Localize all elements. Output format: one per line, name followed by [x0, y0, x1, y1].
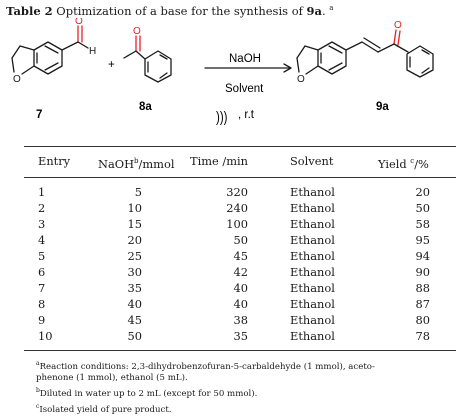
cell-yield: 94 — [415, 249, 431, 263]
footnote-c: cIsolated yield of pure product. — [36, 402, 172, 415]
cell-yield: 90 — [415, 265, 431, 279]
table-row: 1 5 320 Ethanol 20 — [0, 185, 457, 199]
reactant-8a-structure — [123, 35, 172, 83]
table-top-rule — [24, 146, 456, 147]
cell-solvent: Ethanol — [290, 297, 335, 311]
cell-entry: 8 — [38, 297, 46, 311]
cell-entry: 3 — [38, 217, 46, 231]
ultrasound-symbol: ))) — [216, 109, 227, 126]
cell-time: 50 — [233, 233, 249, 247]
cell-solvent: Ethanol — [290, 201, 335, 215]
table-row: 2 10 240 Ethanol 50 — [0, 201, 457, 215]
product-9a-label: 9a — [376, 101, 389, 113]
caption-text: Optimization of a base for the synthesis… — [52, 4, 307, 18]
reaction-conditions: , r.t — [238, 109, 255, 121]
caption-compound: 9a — [306, 4, 322, 18]
cell-naoh: 45 — [127, 313, 143, 327]
cell-naoh: 25 — [127, 249, 143, 263]
table-row: 3 15 100 Ethanol 58 — [0, 217, 457, 231]
table-footnotes: aReaction conditions: 2,3-dihydrobenzofu… — [36, 358, 375, 416]
cell-time: 100 — [226, 217, 248, 231]
caption-footmark: a — [329, 4, 334, 13]
reactant-7-ring-oxygen: O — [13, 74, 21, 85]
cell-yield: 88 — [415, 281, 431, 295]
cell-entry: 2 — [38, 201, 46, 215]
cell-yield: 50 — [415, 201, 431, 215]
cell-solvent: Ethanol — [290, 313, 335, 327]
table-row: 6 30 42 Ethanol 90 — [0, 265, 457, 279]
footnote-a: aReaction conditions: 2,3-dihydrobenzofu… — [36, 360, 375, 372]
cell-naoh: 35 — [127, 281, 143, 295]
cell-solvent: Ethanol — [290, 185, 335, 199]
table-label: Table 2 — [6, 4, 53, 18]
cell-solvent: Ethanol — [290, 249, 335, 263]
cell-entry: 4 — [38, 233, 46, 247]
cell-yield: 20 — [415, 185, 431, 199]
reactant-7-structure — [11, 25, 89, 75]
cell-entry: 10 — [38, 329, 53, 343]
header-entry: Entry — [38, 154, 71, 168]
table-header-rule — [24, 177, 456, 178]
cell-naoh: 15 — [127, 217, 143, 231]
table-row: 4 20 50 Ethanol 95 — [0, 233, 457, 247]
cell-yield: 95 — [415, 233, 431, 247]
cell-yield: 80 — [415, 313, 431, 327]
table-caption: Table 2 Optimization of a base for the s… — [6, 4, 333, 18]
table-header: Entry NaOHb/mmol Time /min Solvent Yield… — [0, 154, 457, 171]
cell-time: 45 — [233, 249, 249, 263]
cell-entry: 6 — [38, 265, 46, 279]
cell-entry: 5 — [38, 249, 46, 263]
header-naoh: NaOHb/mmol — [98, 156, 175, 171]
cell-solvent: Ethanol — [290, 217, 335, 231]
product-ketone-oxygen: O — [394, 20, 402, 31]
cell-entry: 7 — [38, 281, 46, 295]
table-row: 9 45 38 Ethanol 80 — [0, 313, 457, 327]
reactant-8a-label: 8a — [139, 101, 152, 113]
plus-sign: + — [108, 59, 115, 71]
header-solvent: Solvent — [290, 154, 334, 168]
cell-naoh: 50 — [127, 329, 143, 343]
product-9a-structure — [296, 29, 434, 78]
cell-yield: 87 — [415, 297, 431, 311]
cell-naoh: 5 — [134, 185, 142, 199]
cell-naoh: 20 — [127, 233, 143, 247]
table-row: 8 40 40 Ethanol 87 — [0, 297, 457, 311]
cell-naoh: 10 — [127, 201, 143, 215]
cell-solvent: Ethanol — [290, 329, 335, 343]
reaction-scheme: O O H O O O + NaOH Solvent ))) , r.t 7 8… — [11, 18, 434, 126]
footnote-a-continued: phenone (1 mmol), ethanol (5 mL). — [36, 373, 188, 384]
cell-entry: 9 — [38, 313, 46, 327]
cell-entry: 1 — [38, 185, 46, 199]
cell-naoh: 30 — [127, 265, 143, 279]
cell-time: 240 — [226, 201, 248, 215]
header-time: Time /min — [190, 154, 249, 168]
table-row: 7 35 40 Ethanol 88 — [0, 281, 457, 295]
cell-yield: 78 — [415, 329, 431, 343]
cell-solvent: Ethanol — [290, 281, 335, 295]
cell-time: 40 — [233, 297, 249, 311]
cell-time: 320 — [226, 185, 248, 199]
table-bottom-rule — [24, 350, 456, 351]
table-row: 5 25 45 Ethanol 94 — [0, 249, 457, 263]
cell-time: 42 — [233, 265, 249, 279]
ketone-oxygen: O — [133, 26, 141, 37]
product-ring-oxygen: O — [297, 74, 305, 85]
reagent-solvent: Solvent — [225, 83, 264, 95]
aldehyde-hydrogen: H — [89, 46, 96, 57]
cell-solvent: Ethanol — [290, 265, 335, 279]
reactant-7-label: 7 — [36, 109, 42, 121]
cell-time: 35 — [233, 329, 249, 343]
cell-time: 38 — [233, 313, 249, 327]
table-row: 10 50 35 Ethanol 78 — [0, 329, 457, 343]
cell-solvent: Ethanol — [290, 233, 335, 247]
cell-time: 40 — [233, 281, 249, 295]
cell-yield: 58 — [415, 217, 431, 231]
aldehyde-oxygen: O — [75, 18, 83, 27]
footnote-b: bDiluted in water up to 2 mL (except for… — [36, 387, 258, 399]
cell-naoh: 40 — [127, 297, 143, 311]
reagent-naoh: NaOH — [229, 53, 261, 65]
caption-suffix: . — [321, 4, 330, 18]
header-yield: Yield c/% — [378, 156, 429, 171]
